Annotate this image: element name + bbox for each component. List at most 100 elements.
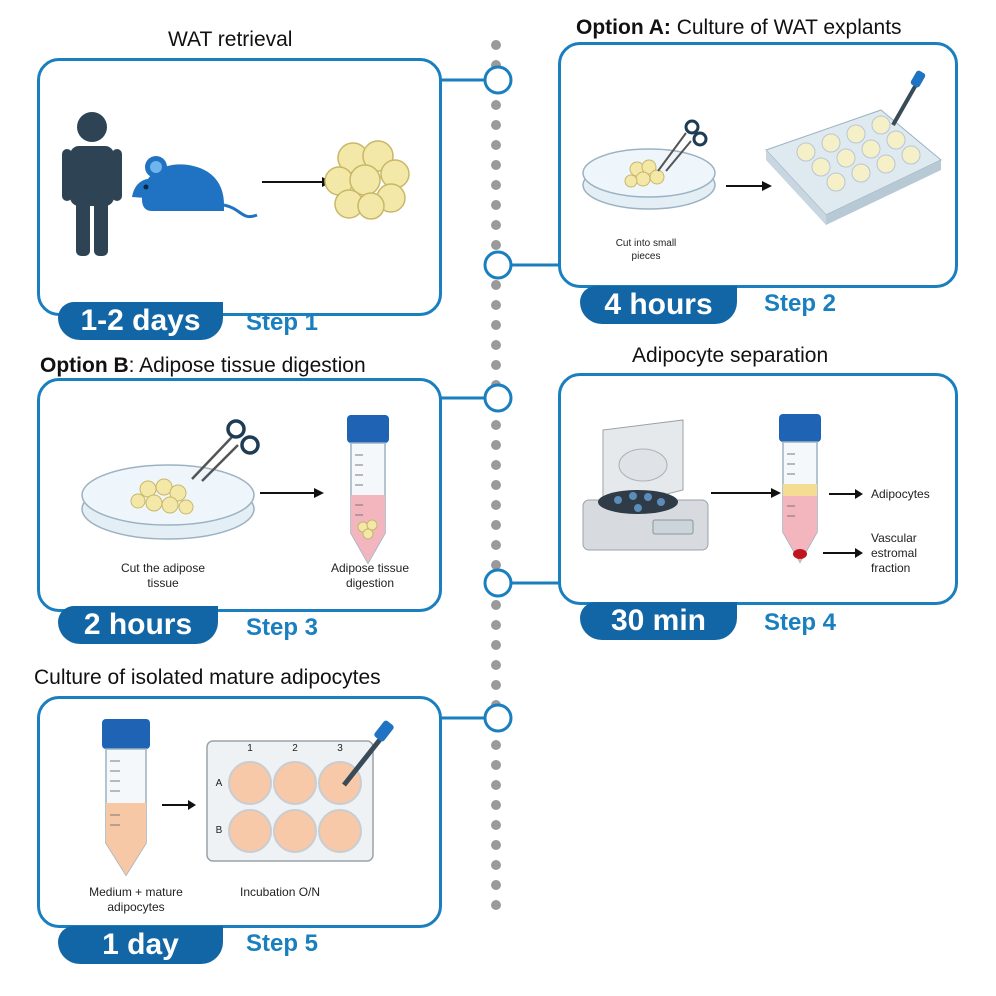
arrow-icon xyxy=(726,181,772,191)
plate-row-a: A xyxy=(215,778,223,789)
step3-caption-digestion: Adipose tissue digestion xyxy=(330,561,410,590)
timeline-dot xyxy=(491,600,501,610)
timeline-dot xyxy=(491,640,501,650)
timeline-dot xyxy=(491,520,501,530)
connector-circle-4 xyxy=(483,568,513,598)
timeline-dot xyxy=(491,180,501,190)
plate-col-2: 2 xyxy=(292,743,298,754)
step3-title-bold: Option B xyxy=(40,354,129,377)
step5-caption-medium: Medium + mature adipocytes xyxy=(89,885,183,914)
plate-col-1: 1 xyxy=(247,743,253,754)
timeline-dot xyxy=(491,480,501,490)
connector-circle-5 xyxy=(483,703,513,733)
arrow-icon xyxy=(711,488,781,498)
timeline-dot xyxy=(491,280,501,290)
step3-label: Step 3 xyxy=(246,614,319,641)
timeline-dot xyxy=(491,860,501,870)
petri-dish-icon xyxy=(81,464,255,540)
falcon-tube-icon xyxy=(779,414,821,564)
step2-label: Step 2 xyxy=(764,290,837,317)
timeline-dot xyxy=(491,660,501,670)
step4-panel: Adipocytes Vascular estromal fraction xyxy=(558,373,958,605)
step5-title: Culture of isolated mature adipocytes xyxy=(34,666,381,689)
arrow-icon xyxy=(262,177,332,187)
step2-title: Option A: Culture of WAT explants xyxy=(576,16,902,40)
connector-circle-3 xyxy=(483,383,513,413)
connector-circle-2 xyxy=(483,250,513,280)
step5-panel: Medium + mature adipocytes 1 2 3 A B Inc… xyxy=(37,696,442,928)
human-icon xyxy=(62,112,122,256)
step4-label: Step 4 xyxy=(764,609,837,636)
timeline-dot xyxy=(491,240,501,250)
step5-label: Step 5 xyxy=(246,930,319,957)
timeline-dot xyxy=(491,880,501,890)
timeline-dot xyxy=(491,900,501,910)
pipette-icon xyxy=(891,70,926,126)
timeline-dot xyxy=(491,760,501,770)
step3-caption-cut: Cut the adipose tissue xyxy=(120,561,206,590)
timeline-dot xyxy=(491,100,501,110)
timeline-dot xyxy=(491,320,501,330)
connector-circle-1 xyxy=(483,65,513,95)
step3-panel: Cut the adipose tissue Adipose tissue di… xyxy=(37,378,442,612)
timeline-dot xyxy=(491,440,501,450)
timeline-dot xyxy=(491,840,501,850)
step3-title: Option B: Adipose tissue digestion xyxy=(40,354,366,378)
step3-title-rest: : Adipose tissue digestion xyxy=(128,354,366,377)
plate-row-b: B xyxy=(215,825,223,836)
timeline-dot xyxy=(491,620,501,630)
petri-dish-icon xyxy=(582,148,716,210)
step2-title-rest: Culture of WAT explants xyxy=(670,16,902,39)
timeline-dot xyxy=(491,120,501,130)
step1-panel xyxy=(37,58,442,316)
timeline-dot xyxy=(491,740,501,750)
step5-caption-incubation: Incubation O/N xyxy=(240,885,321,899)
step3-duration-badge: 2 hours xyxy=(58,606,218,644)
step2-caption: Cut into small pieces xyxy=(615,238,677,262)
six-well-plate-icon xyxy=(206,740,374,862)
arrow-icon xyxy=(823,548,863,558)
scissors-icon xyxy=(657,119,708,172)
timeline-dot xyxy=(491,160,501,170)
step4-label-adipocytes: Adipocytes xyxy=(871,487,930,501)
timeline-dot xyxy=(491,540,501,550)
step2-title-bold: Option A: xyxy=(576,16,671,39)
timeline-dot xyxy=(491,780,501,790)
timeline-dot xyxy=(491,360,501,370)
timeline-dot xyxy=(491,800,501,810)
timeline-dot xyxy=(491,300,501,310)
scissors-icon xyxy=(191,419,260,482)
step2-panel: Cut into small pieces xyxy=(558,42,958,288)
falcon-tube-icon xyxy=(102,719,150,877)
step4-label-svf: Vascular estromal fraction xyxy=(871,531,918,575)
timeline-dot xyxy=(491,220,501,230)
mouse-icon xyxy=(132,156,258,219)
timeline-dot xyxy=(491,680,501,690)
step5-duration-badge: 1 day xyxy=(58,926,223,964)
timeline-dot xyxy=(491,40,501,50)
timeline-dot xyxy=(491,420,501,430)
timeline-dot xyxy=(491,60,501,70)
arrow-icon xyxy=(260,488,324,498)
timeline-dot xyxy=(491,560,501,570)
step2-duration-badge: 4 hours xyxy=(580,286,737,324)
centrifuge-icon xyxy=(582,419,709,551)
plate-col-3: 3 xyxy=(337,743,343,754)
timeline-dot xyxy=(491,460,501,470)
step1-duration-badge: 1-2 days xyxy=(58,302,223,340)
step1-title: WAT retrieval xyxy=(168,28,293,51)
timeline-dot xyxy=(491,500,501,510)
timeline-dot xyxy=(491,820,501,830)
step4-title: Adipocyte separation xyxy=(632,344,829,367)
timeline-dot xyxy=(491,140,501,150)
arrow-icon xyxy=(162,800,196,810)
well-plate-icon xyxy=(765,109,942,225)
step4-duration-badge: 30 min xyxy=(580,602,737,640)
adipose-tissue-icon xyxy=(324,140,410,220)
timeline-dot xyxy=(491,340,501,350)
falcon-tube-icon xyxy=(347,415,389,565)
timeline-dot xyxy=(491,200,501,210)
pipette-icon xyxy=(342,720,394,787)
arrow-icon xyxy=(829,489,863,499)
